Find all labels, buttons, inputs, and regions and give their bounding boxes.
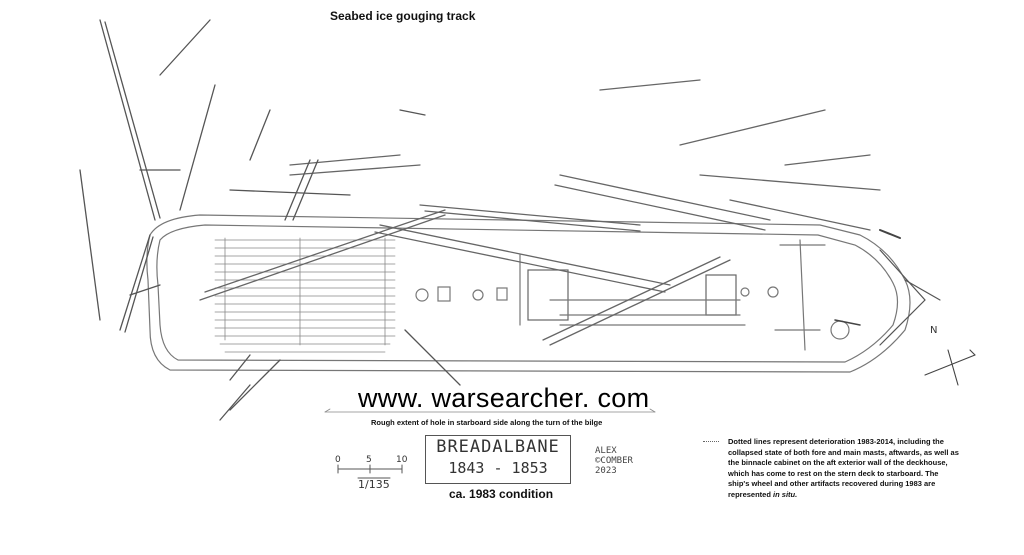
legend-note-text: Dotted lines represent deterioration 198… xyxy=(728,437,959,499)
signature-line-1: ALEX xyxy=(595,446,617,456)
dotted-line-legend-sample xyxy=(703,441,719,442)
hole-extent-caption: Rough extent of hole in starboard side a… xyxy=(371,418,603,427)
ship-years: 1843 - 1853 xyxy=(448,459,548,477)
north-arrow xyxy=(924,349,976,386)
stern-deck-planks xyxy=(214,237,396,353)
legend-note-emphasis: in situ. xyxy=(773,489,798,499)
signature-line-2: ©COMBER xyxy=(595,456,633,466)
ship-nameplate: BREADALBANE 1843 - 1853 xyxy=(425,435,571,484)
scale-tick-10: 10 xyxy=(396,455,408,465)
north-label: N xyxy=(930,325,938,336)
capstan xyxy=(415,288,429,302)
scale-bar xyxy=(337,464,403,479)
scale-ratio: 1/135 xyxy=(358,478,390,491)
artist-signature: ALEX ©COMBER 2023 xyxy=(595,446,633,476)
scale-tick-0: 0 xyxy=(335,455,341,465)
legend-note: Dotted lines represent deterioration 198… xyxy=(728,437,960,500)
forward-hatch xyxy=(705,274,737,316)
deckhouse xyxy=(527,269,569,321)
stern-wreckage xyxy=(79,19,461,421)
hull-inner-line xyxy=(156,224,899,363)
scale-tick-5: 5 xyxy=(366,455,372,465)
hull-outline xyxy=(146,214,911,373)
condition-caption: ca. 1983 condition xyxy=(449,487,554,501)
signature-line-3: 2023 xyxy=(595,466,617,476)
watermark-text[interactable]: www. warsearcher. com xyxy=(358,383,650,413)
ice-gouge-caption: Seabed ice gouging track xyxy=(330,9,476,23)
bow-structure xyxy=(879,249,926,346)
ship-name: BREADALBANE xyxy=(436,437,560,457)
fallen-spars xyxy=(199,79,881,346)
